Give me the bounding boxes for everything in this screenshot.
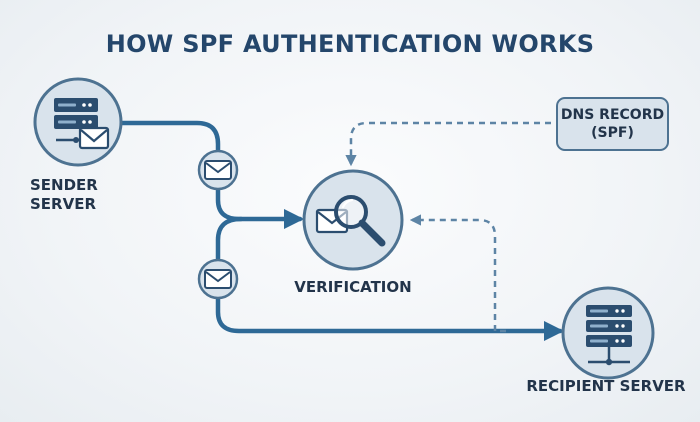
sender-server-label: SENDER SERVER <box>30 176 130 214</box>
server-network-icon <box>586 305 632 366</box>
recipient-server-node <box>561 286 655 380</box>
dns-label-line1: DNS RECORD <box>560 107 665 123</box>
recipient-server-label: RECIPIENT SERVER <box>526 377 686 395</box>
sender-label-line1: SENDER <box>30 176 98 194</box>
verification-label: VERIFICATION <box>294 278 412 296</box>
magnifier-icon <box>334 195 386 247</box>
envelope-icon <box>204 160 232 180</box>
page-title: HOW SPF AUTHENTICATION WORKS <box>105 30 595 58</box>
dns-label-line2: (SPF) <box>591 125 634 141</box>
server-icon <box>54 98 98 143</box>
dns-record-box: DNS RECORD (SPF) <box>556 97 669 151</box>
sender-server-node <box>33 77 123 167</box>
envelope-icon <box>78 126 110 150</box>
sender-label-line2: SERVER <box>30 195 97 213</box>
email-badge-upper <box>197 149 239 191</box>
email-badge-lower <box>197 258 239 300</box>
dashed-line-dns-to-verification <box>345 121 551 167</box>
envelope-icon <box>204 269 232 289</box>
verification-node <box>302 169 404 271</box>
dashed-line-recipient-to-verification <box>409 214 506 333</box>
flow-line-branch-to-recipient <box>215 216 565 342</box>
